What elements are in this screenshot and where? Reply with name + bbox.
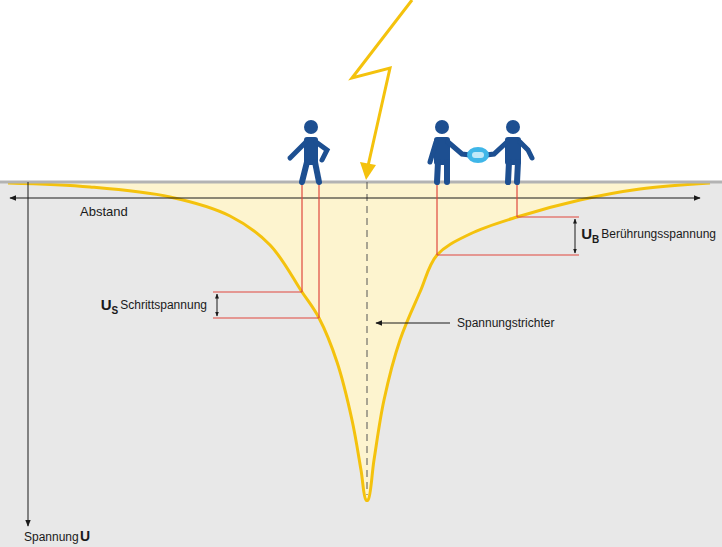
voltage-label: Berührungsspannung [601,228,716,240]
walking-person [290,120,327,182]
pointer-arrow [376,323,450,324]
voltage-axis [28,182,29,526]
axis-label: Abstand [80,205,128,218]
voltage-symbol: U [581,226,592,241]
ground-surface [0,181,722,184]
voltage-symbol: U [80,529,90,543]
measure-lines [213,183,579,318]
voltage-symbol: U [101,297,112,312]
center-line [367,182,368,495]
touch-voltage-arrow [575,219,576,253]
step-voltage-arrow [217,294,218,316]
axis-label: Spannung [24,531,79,543]
standing-person [430,120,470,182]
ground [0,182,722,547]
voltage-subscript: S [112,306,119,316]
voltage-label: Schrittspannung [120,299,207,311]
distance-axis [10,198,700,199]
pointer-label: Spannungstrichter [457,317,554,329]
voltage-subscript: B [592,235,599,245]
conductive-object [467,147,489,163]
lightning-bolt [352,0,412,180]
standing-person [486,120,532,182]
